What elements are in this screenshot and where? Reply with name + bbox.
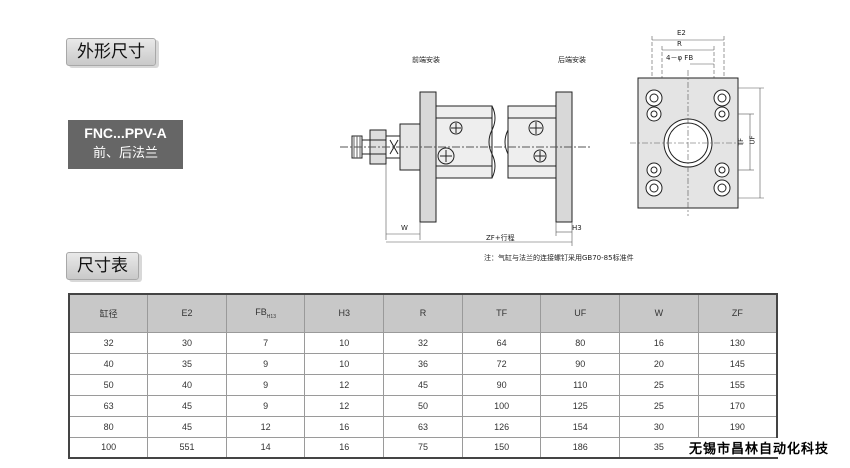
table-cell: 150 (461, 436, 542, 459)
table-cell: 110 (540, 373, 621, 396)
table-cell: 45 (383, 373, 463, 396)
side-view-drawing (340, 91, 590, 246)
table-cell: 10 (304, 352, 385, 375)
table-cell: 36 (383, 352, 463, 375)
header-zf: ZF (697, 293, 778, 333)
table-cell: 80 (540, 331, 621, 354)
header-h3: H3 (304, 293, 385, 333)
table-cell: 40 (147, 373, 227, 396)
table-cell: 7 (225, 331, 306, 354)
dim-e2-label: E2 (677, 29, 686, 37)
table-cell: 130 (697, 331, 778, 354)
drawing-note: 注：气缸与法兰的连接螺钉采用GB70-85标准件 (484, 254, 634, 262)
table-cell: 9 (225, 352, 306, 375)
header-w: W (619, 293, 699, 333)
table-cell: 9 (225, 373, 306, 396)
table-cell: 16 (619, 331, 699, 354)
table-cell: 63 (383, 415, 463, 438)
header-r: R (383, 293, 463, 333)
table-cell: 45 (147, 394, 227, 417)
table-cell: 125 (540, 394, 621, 417)
table-cell: 90 (461, 373, 542, 396)
table-row: 10055114167515018635205 (68, 436, 778, 459)
table-cell: 14 (225, 436, 306, 459)
table-cell: 12 (304, 394, 385, 417)
front-mount-label: 前端安装 (412, 56, 440, 64)
dim-zf-label: ZF+行程 (486, 234, 515, 242)
model-badge: FNC...PPV-A 前、后法兰 (68, 120, 183, 169)
table-cell: 145 (697, 352, 778, 375)
table-cell: 16 (304, 415, 385, 438)
table-cell: 126 (461, 415, 542, 438)
table-cell: 32 (68, 331, 149, 354)
table-cell: 186 (540, 436, 621, 459)
table-cell: 155 (697, 373, 778, 396)
table-cell: 50 (68, 373, 149, 396)
section-title-dims: 尺寸表 (66, 252, 139, 280)
table-cell: 170 (697, 394, 778, 417)
dim-fb-label: 4－φ FB (666, 54, 694, 62)
table-cell: 32 (383, 331, 463, 354)
front-view-drawing (630, 36, 764, 216)
table-cell: 35 (147, 352, 227, 375)
table-cell: 10 (304, 331, 385, 354)
dim-r-label: R (677, 40, 682, 48)
rear-mount-label: 后端安装 (558, 56, 586, 64)
section-title-outline: 外形尺寸 (66, 38, 156, 66)
table-cell: 30 (147, 331, 227, 354)
table-cell: 16 (304, 436, 385, 459)
table-cell: 12 (225, 415, 306, 438)
table-cell: 25 (619, 394, 699, 417)
header-fb: FBH13 (225, 293, 306, 333)
table-cell: 551 (147, 436, 227, 459)
table-cell: 72 (461, 352, 542, 375)
dim-uf-label: UF (748, 135, 757, 145)
table-cell: 190 (697, 415, 778, 438)
table-cell: 80 (68, 415, 149, 438)
dim-h3-label: H3 (572, 224, 582, 232)
dim-tf-label: TF (737, 137, 746, 147)
table-cell: 50 (383, 394, 463, 417)
header-bore: 缸径 (68, 293, 149, 333)
table-cell: 12 (304, 373, 385, 396)
header-e2: E2 (147, 293, 227, 333)
table-cell: 154 (540, 415, 621, 438)
header-tf: TF (461, 293, 542, 333)
table-cell: 20 (619, 352, 699, 375)
header-fb-tolerance: H13 (266, 313, 276, 320)
model-code: FNC...PPV-A (84, 125, 167, 141)
table-cell: 100 (461, 394, 542, 417)
table-cell: 30 (619, 415, 699, 438)
company-watermark: 无锡市昌林自动化科技 (686, 438, 833, 457)
header-uf: UF (540, 293, 621, 333)
header-fb-text: FB (255, 306, 267, 317)
table-cell: 9 (225, 394, 306, 417)
table-cell: 63 (68, 394, 149, 417)
table-header-row: 缸径 E2 FBH13 H3 R TF UF W ZF (68, 293, 778, 333)
table-cell: 25 (619, 373, 699, 396)
model-mount-type: 前、后法兰 (92, 146, 158, 161)
table-cell: 75 (383, 436, 463, 459)
table-cell: 45 (147, 415, 227, 438)
table-cell: 40 (68, 352, 149, 375)
table-cell: 100 (68, 436, 149, 459)
table-cell: 64 (461, 331, 542, 354)
dim-w-label: W (401, 224, 408, 232)
table-cell: 90 (540, 352, 621, 375)
